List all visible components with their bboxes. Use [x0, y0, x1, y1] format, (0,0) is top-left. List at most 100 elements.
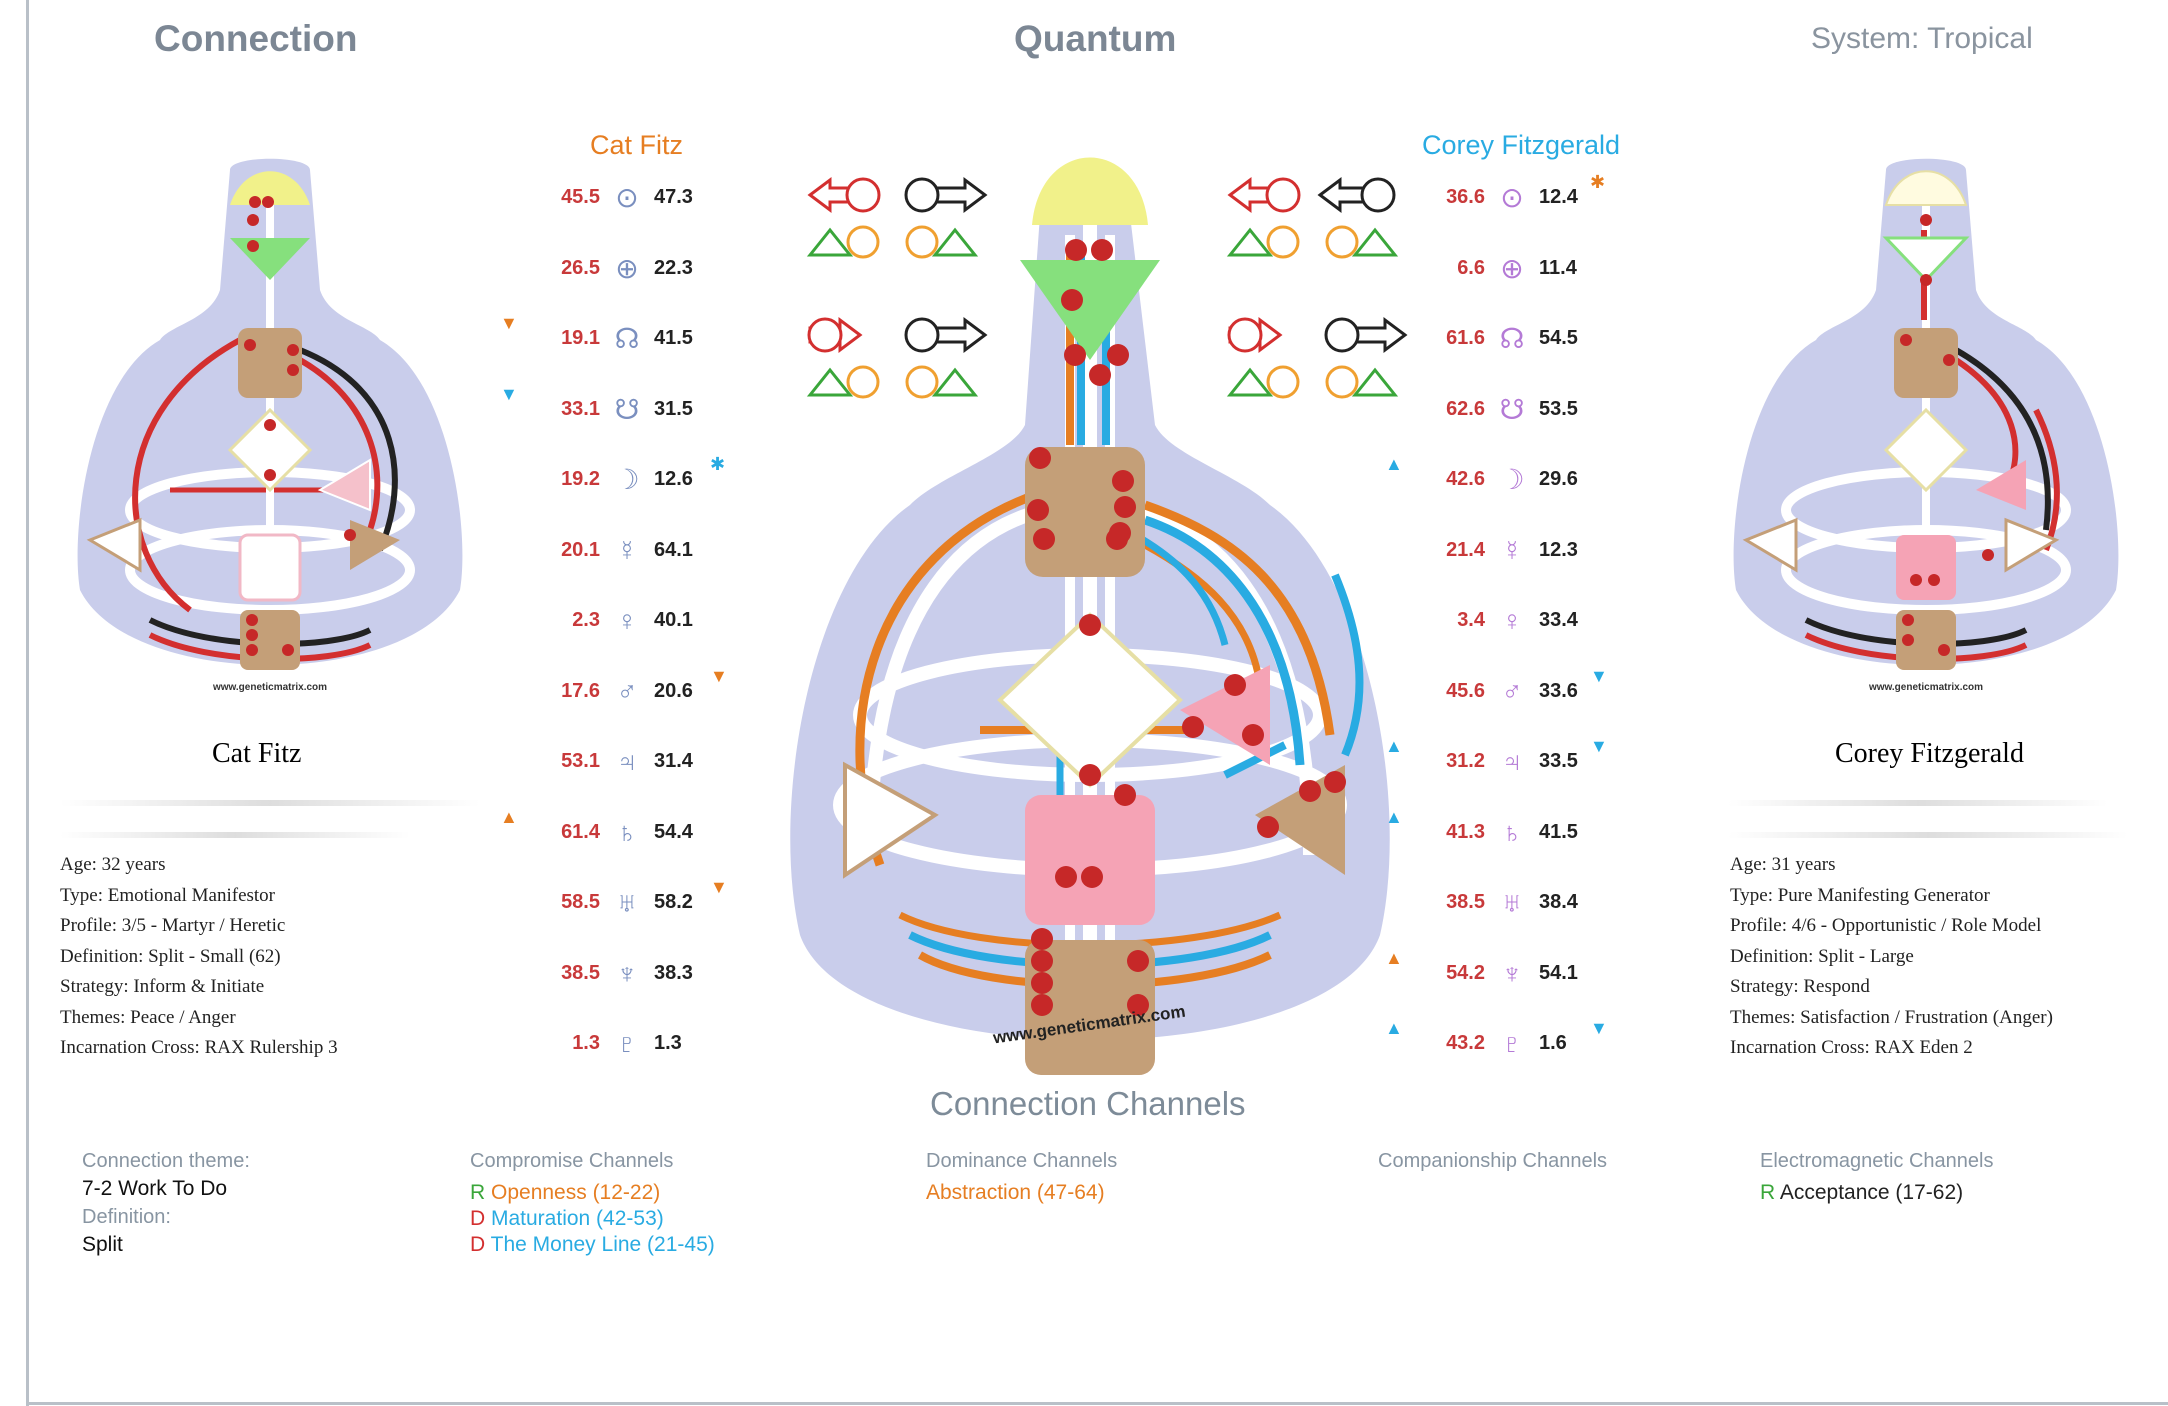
- design-value: 58.5: [561, 891, 600, 913]
- design-value: 53.1: [561, 750, 600, 772]
- design-value: 31.2: [1446, 750, 1485, 772]
- left-watermark: www.geneticmatrix.com: [212, 682, 327, 693]
- dominance-list: Abstraction (47-64): [926, 1180, 1105, 1206]
- personality-value: 1.6: [1539, 1032, 1567, 1054]
- personality-value: 29.6: [1539, 468, 1578, 490]
- personality-value: 33.5: [1539, 750, 1578, 772]
- planet-glyph-icon: ♆: [1501, 957, 1523, 989]
- design-value: 33.1: [561, 397, 600, 420]
- design-value: 19.1: [561, 327, 600, 349]
- channel-item: R Openness (12-22): [470, 1180, 715, 1206]
- fixing-mark-icon: ▲: [1385, 947, 1403, 968]
- planet-glyph-icon: ♅: [1501, 887, 1523, 918]
- design-value: 38.5: [561, 961, 600, 984]
- system-label: System: Tropical: [1811, 22, 2033, 55]
- fixing-mark-icon: ▼: [1590, 665, 1608, 686]
- planet-glyph-icon: ♂: [1501, 675, 1523, 707]
- person1-name: Cat Fitz: [212, 738, 302, 769]
- planet-row: 33.1☋31.5▼: [500, 385, 730, 430]
- planet-row: 38.5♆38.3: [530, 954, 730, 994]
- planet-glyph-icon: ⊙: [1500, 182, 1524, 213]
- personality-value: 47.3: [654, 186, 693, 208]
- quantum-title: Quantum: [1014, 18, 1177, 59]
- person2-definition: Definition: Split - Large: [1730, 945, 1914, 967]
- design-value: 19.2: [561, 468, 600, 490]
- person1-definition: Definition: Split - Small (62): [60, 945, 281, 967]
- planets-right-header: Corey Fitzgerald: [1422, 130, 1621, 160]
- design-value: 17.6: [561, 679, 600, 702]
- planet-row: 61.6☊54.5: [1415, 319, 1615, 359]
- personality-value: 38.4: [1539, 891, 1578, 913]
- blurred-line: [1728, 832, 2128, 838]
- planet-row: 58.5♅58.2▼: [530, 878, 730, 923]
- channel-name: Abstraction (47-64): [926, 1181, 1105, 1204]
- personality-value: 12.6: [654, 468, 693, 490]
- planet-glyph-icon: ☿: [1501, 534, 1523, 566]
- fixing-mark-icon: ▲: [1385, 454, 1403, 474]
- design-value: 41.3: [1446, 820, 1485, 843]
- planet-glyph-icon: ♀: [616, 605, 638, 636]
- personality-value: 53.5: [1539, 397, 1578, 420]
- planet-row: 62.6☋53.5: [1415, 390, 1615, 430]
- personality-value: 12.4: [1539, 186, 1578, 208]
- planet-row: 19.2☽12.6✱: [530, 455, 730, 500]
- planet-glyph-icon: ☿: [616, 534, 638, 566]
- planet-glyph-icon: ⊕: [615, 252, 639, 284]
- planet-row: 53.1♃31.4: [530, 742, 730, 782]
- personality-value: 33.6: [1539, 679, 1578, 702]
- design-value: 3.4: [1457, 609, 1485, 631]
- personality-value: 40.1: [654, 609, 693, 631]
- person2-themes: Themes: Satisfaction / Frustration (Ange…: [1730, 1006, 2053, 1028]
- blurred-line: [60, 832, 410, 838]
- blurred-line: [1728, 800, 2108, 806]
- planet-glyph-icon: ♄: [1501, 816, 1523, 848]
- channel-item: D Maturation (42-53): [470, 1206, 715, 1232]
- channel-name: The Money Line (21-45): [490, 1233, 715, 1256]
- personality-value: 22.3: [654, 256, 693, 279]
- planet-glyph-icon: ♅: [616, 887, 638, 918]
- planet-glyph-icon: ♃: [1501, 746, 1523, 777]
- person2-age: Age: 31 years: [1730, 854, 1836, 875]
- connection-theme-value: 7-2 Work To Do: [82, 1177, 228, 1200]
- fixing-mark-icon: ▲: [1385, 1018, 1403, 1038]
- planet-row: 6.6⊕11.4: [1415, 249, 1615, 289]
- planet-glyph-icon: ♇: [616, 1028, 638, 1059]
- planet-glyph-icon: ☋: [1499, 393, 1525, 425]
- frame-left-border: [26, 0, 29, 1406]
- planet-glyph-icon: ☊: [614, 323, 640, 354]
- personality-value: 1.3: [654, 1032, 682, 1054]
- personality-value: 38.3: [654, 961, 693, 984]
- blurred-line: [60, 800, 480, 806]
- frame-bottom-border: [26, 1402, 2168, 1405]
- planet-glyph-icon: ♄: [616, 816, 638, 848]
- electromagnetic-header: Electromagnetic Channels: [1760, 1150, 1994, 1172]
- planet-row: 21.4 ☿ 12.3: [1415, 531, 1615, 571]
- channel-name: Acceptance (17-62): [1779, 1181, 1964, 1204]
- person1-type: Type: Emotional Manifestor: [60, 884, 276, 906]
- person2-type: Type: Pure Manifesting Generator: [1730, 884, 1990, 906]
- channel-item: D The Money Line (21-45): [470, 1232, 715, 1258]
- personality-value: 58.2: [654, 891, 693, 913]
- planet-glyph-icon: ⊙: [615, 182, 639, 213]
- fixing-mark-icon: ▲: [1385, 806, 1403, 827]
- planet-row: 1.3♇1.3: [530, 1024, 730, 1064]
- dominance-header: Dominance Channels: [926, 1150, 1118, 1172]
- channel-item: Abstraction (47-64): [926, 1180, 1105, 1206]
- channel-item: R Acceptance (17-62): [1760, 1180, 1963, 1206]
- person1-cross: Incarnation Cross: RAX Rulership 3: [60, 1037, 338, 1058]
- connection-title: Connection: [154, 18, 358, 59]
- left-bodygraph: www.geneticmatrix.com: [70, 150, 470, 715]
- personality-value: 54.1: [1539, 961, 1578, 984]
- design-value: 54.2: [1446, 961, 1485, 984]
- person2-name: Corey Fitzgerald: [1835, 738, 2024, 769]
- design-value: 6.6: [1457, 256, 1485, 279]
- person1-profile: Profile: 3/5 - Martyr / Heretic: [60, 915, 286, 936]
- design-value: 42.6: [1446, 468, 1485, 490]
- fixing-mark-icon: ▼: [710, 665, 728, 686]
- connection-theme-label: Connection theme:: [82, 1150, 250, 1172]
- planet-row: 26.5⊕22.3: [530, 249, 730, 289]
- personality-value: 12.3: [1539, 538, 1578, 561]
- design-value: 21.4: [1446, 538, 1485, 561]
- fixing-mark-icon: ▲: [500, 806, 518, 827]
